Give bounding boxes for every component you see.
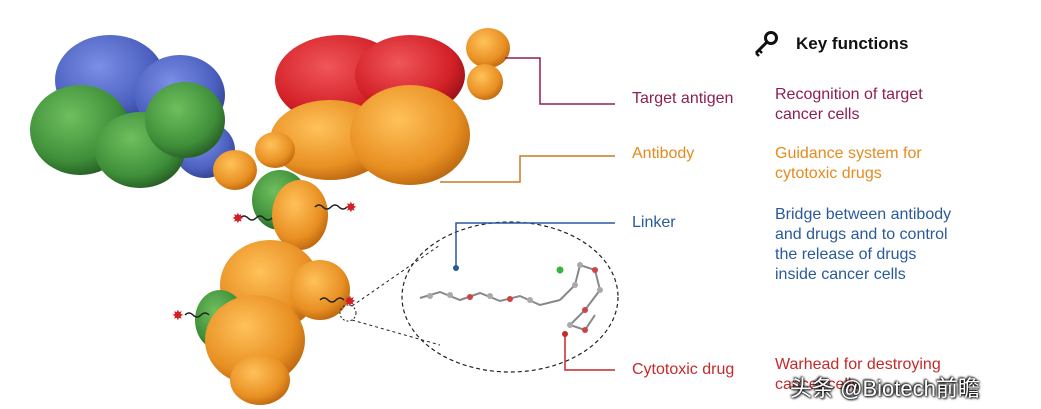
function-line: Guidance system for [775, 145, 922, 162]
svg-text:✸: ✸ [232, 211, 244, 227]
drug-molecule [556, 262, 603, 333]
right-fab-arm [255, 35, 470, 185]
leader-drug-dot [562, 331, 568, 337]
leader-antibody [440, 155, 615, 183]
leader-linker [455, 222, 615, 268]
drug-payload: ✸ [172, 308, 210, 324]
function-line: the release of drugs [775, 246, 917, 263]
drug-payload: ✸ [319, 294, 356, 310]
function-line: cancer cells [775, 376, 860, 393]
left-fab-arm [30, 35, 257, 190]
function-line: and drugs and to control [775, 226, 948, 243]
key-icon [754, 31, 778, 57]
zoom-callout [339, 221, 619, 373]
label-target-antigen: Target antigen [632, 90, 734, 107]
function-target-antigen: Recognition of target cancer cells [775, 85, 1005, 125]
label-cytotoxic-drug: Cytotoxic drug [632, 361, 735, 378]
function-line: inside cancer cells [775, 266, 906, 283]
svg-text:✸: ✸ [344, 294, 356, 310]
small-antigen [466, 28, 510, 100]
function-line: cancer cells [775, 106, 860, 123]
function-cytotoxic-drug: Warhead for destroying cancer cells [775, 355, 1005, 395]
leader-linker-dot [453, 265, 459, 271]
function-line: Warhead for destroying [775, 356, 941, 373]
svg-text:✸: ✸ [172, 308, 184, 324]
function-line: Bridge between antibody [775, 206, 952, 223]
label-linker: Linker [632, 214, 676, 231]
function-antibody: Guidance system for cytotoxic drugs [775, 144, 1005, 184]
linker-molecule [419, 290, 561, 307]
function-line: Recognition of target [775, 86, 923, 103]
drug-payload: ✸ [232, 211, 273, 227]
leader-cytotoxic-drug [564, 334, 615, 371]
leader-target-antigen [505, 57, 615, 105]
fc-region [195, 170, 350, 405]
drug-payload: ✸ [314, 200, 357, 216]
function-linker: Bridge between antibody and drugs and to… [775, 205, 1005, 285]
function-line: cytotoxic drugs [775, 165, 882, 182]
label-antibody: Antibody [632, 145, 695, 162]
key-functions-title: Key functions [796, 34, 909, 53]
svg-text:✸: ✸ [345, 200, 357, 216]
watermark: 头条 @Biotech前瞻 [790, 376, 980, 401]
